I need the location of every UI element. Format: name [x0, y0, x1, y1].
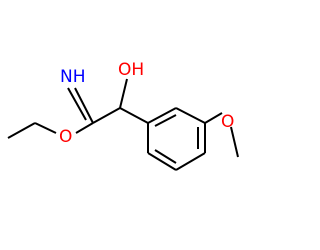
ring-bond-4 [175, 152, 206, 171]
bond-alpha-ring [119, 107, 149, 124]
bond-c-n-double-2 [67, 87, 87, 121]
bond-ch2-o [34, 122, 57, 134]
hydroxyl-oh-label: OH [118, 60, 144, 80]
bond-o-ch3-methoxy [230, 126, 239, 158]
ring-bond-2 [175, 107, 206, 124]
methoxy-oxygen-label: O [221, 112, 234, 132]
bond-c-alpha [92, 107, 121, 124]
bond-o-c-imidate [75, 122, 94, 134]
chemical-structure: NH OH O O [7, 60, 239, 171]
bond-ch3-ch2 [7, 122, 36, 139]
ring-bond-1 [147, 107, 177, 124]
ester-oxygen-label: O [59, 127, 72, 147]
bond-ring-o-methoxy [204, 112, 223, 124]
bond-c-n-double-1 [74, 87, 94, 124]
bond-alpha-oh [119, 78, 128, 109]
ring-bond-5 [147, 152, 177, 171]
imine-nh-label: NH [60, 67, 86, 87]
ring-inner-double-3 [154, 149, 177, 164]
ring-inner-double-1 [154, 114, 177, 127]
